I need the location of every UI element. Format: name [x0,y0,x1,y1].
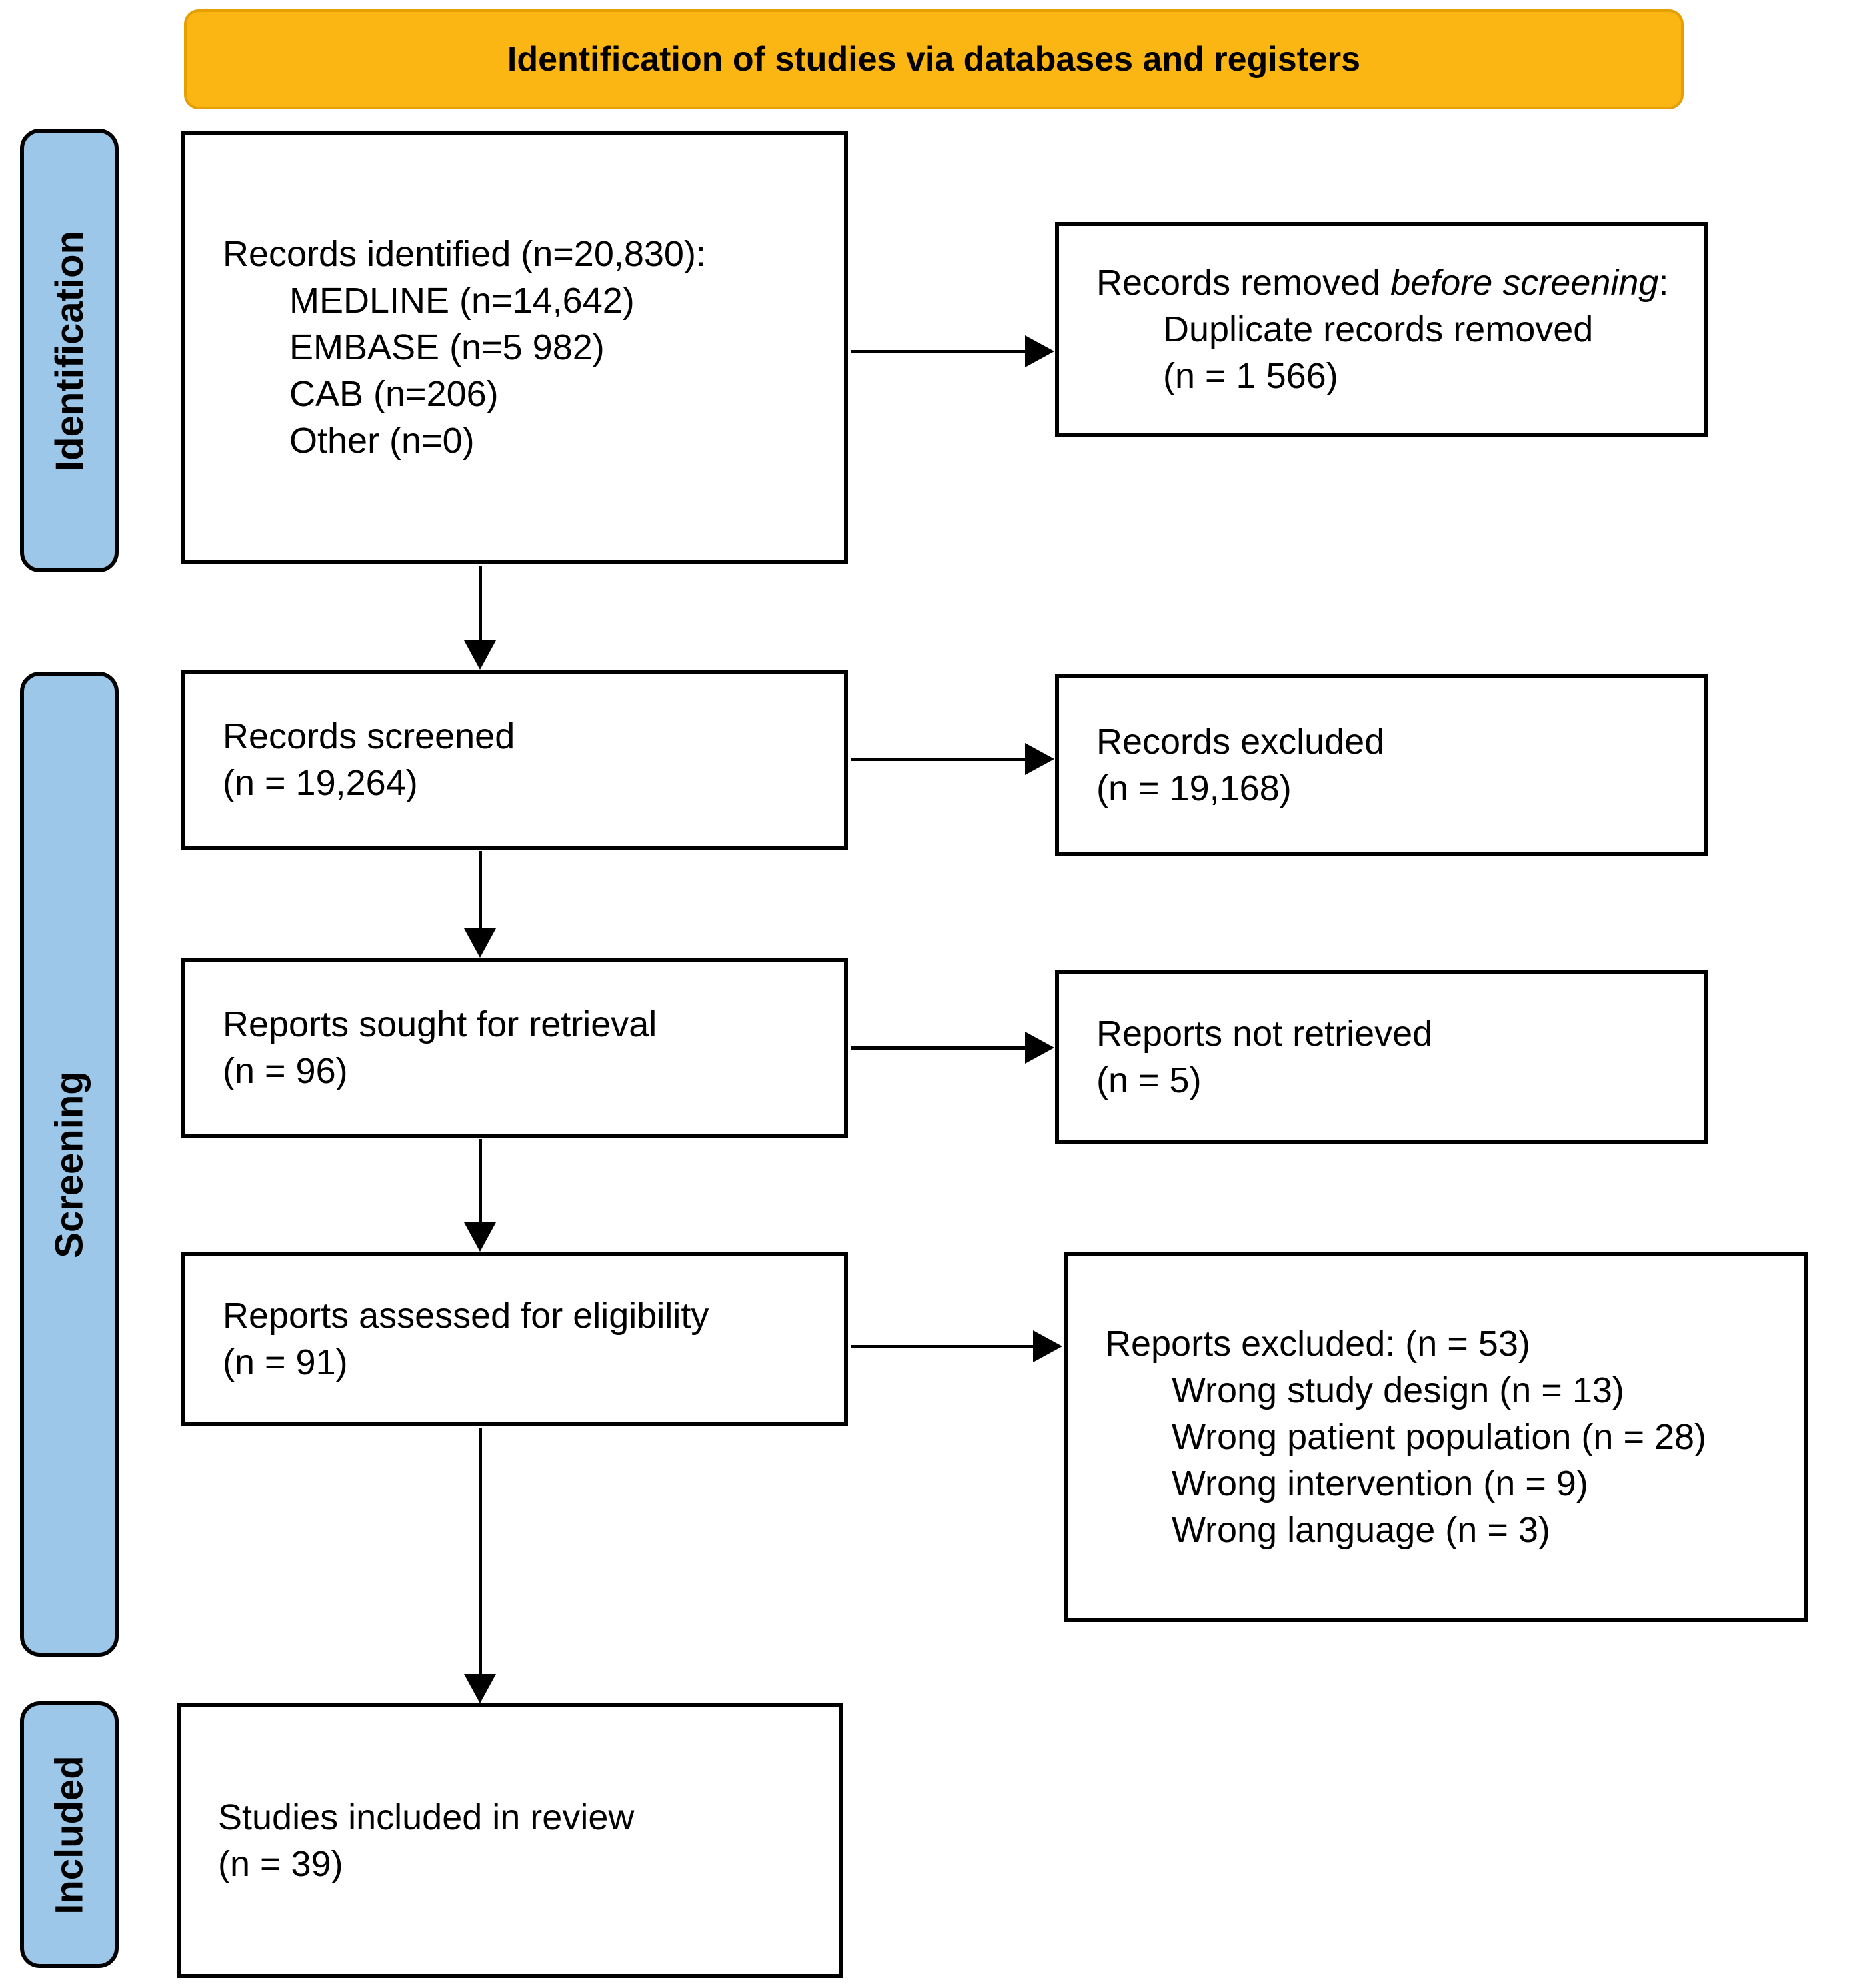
reports-assessed-title: Reports assessed for eligibility [223,1296,709,1336]
arrow-shaft [478,566,482,640]
records-screened-count: (n = 19,264) [223,763,418,803]
records-identified-title: Records identified (n=20,830): [223,234,706,274]
arrow-head-right [1025,1032,1054,1064]
records-removed-title: Records removed before screening: [1096,259,1684,306]
arrow-shaft [478,851,482,928]
reports-sought-count: (n = 96) [223,1051,348,1091]
reports-excluded-title: Reports excluded: (n = 53) [1105,1324,1530,1364]
arrow-sought-to-assessed [464,1139,496,1252]
arrow-shaft [478,1139,482,1222]
stage-tab-screening: Screening [20,672,119,1657]
arrow-shaft [851,1046,1025,1050]
arrow-identified-to-removed [851,335,1054,367]
box-records-identified: Records identified (n=20,830): MEDLINE (… [181,131,848,564]
reports-excluded-reason: Wrong intervention (n = 9) [1172,1464,1588,1503]
arrow-screened-to-sought [464,851,496,958]
arrow-shaft [851,1344,1033,1348]
reports-excluded-reason: Wrong patient population (n = 28) [1172,1417,1707,1457]
stage-label-screening: Screening [47,1070,91,1258]
box-records-screened: Records screened (n = 19,264) [181,670,848,850]
box-studies-included: Studies included in review (n = 39) [177,1703,843,1978]
records-identified-item: CAB (n=206) [289,374,499,414]
stage-label-included: Included [47,1755,91,1915]
arrow-identified-to-screened [464,566,496,670]
arrow-screened-to-excluded [851,743,1054,775]
records-excluded-title: Records excluded [1096,722,1385,762]
arrow-shaft [851,349,1025,353]
arrow-head-down [464,928,496,958]
title-banner: Identification of studies via databases … [184,9,1684,109]
records-removed-item: (n = 1 566) [1163,356,1338,396]
stage-tab-identification: Identification [20,129,119,572]
stage-tab-included: Included [20,1701,119,1968]
studies-included-count: (n = 39) [218,1844,343,1884]
arrow-shaft [851,757,1025,761]
arrow-head-down [464,1674,496,1703]
records-identified-item: EMBASE (n=5 982) [289,327,605,367]
studies-included-title: Studies included in review [218,1797,635,1837]
reports-excluded-reason: Wrong study design (n = 13) [1172,1370,1624,1410]
reports-not-retrieved-count: (n = 5) [1096,1060,1202,1100]
arrow-shaft [478,1428,482,1674]
arrow-head-right [1033,1330,1062,1362]
box-reports-assessed: Reports assessed for eligibility (n = 91… [181,1252,848,1426]
arrow-head-right [1025,335,1054,367]
box-reports-excluded: Reports excluded: (n = 53) Wrong study d… [1064,1252,1808,1622]
arrow-assessed-to-included [464,1428,496,1703]
records-removed-title-prefix: Records removed [1096,263,1391,303]
reports-assessed-count: (n = 91) [223,1342,348,1382]
reports-sought-title: Reports sought for retrieval [223,1004,657,1044]
records-excluded-count: (n = 19,168) [1096,768,1292,808]
arrow-assessed-to-reports-excluded [851,1330,1062,1362]
box-records-excluded: Records excluded (n = 19,168) [1055,674,1708,856]
arrow-head-right [1025,743,1054,775]
records-identified-item: MEDLINE (n=14,642) [289,281,635,321]
records-removed-item: Duplicate records removed [1163,309,1594,349]
arrow-head-down [464,1222,496,1252]
records-removed-title-suffix: : [1658,263,1669,303]
box-reports-sought: Reports sought for retrieval (n = 96) [181,958,848,1138]
box-records-removed: Records removed before screening: Duplic… [1055,222,1708,437]
reports-not-retrieved-title: Reports not retrieved [1096,1014,1433,1054]
records-removed-title-italic: before screening [1390,263,1659,303]
box-reports-not-retrieved: Reports not retrieved (n = 5) [1055,970,1708,1144]
arrow-head-down [464,640,496,670]
arrow-sought-to-not-retrieved [851,1032,1054,1064]
records-identified-item: Other (n=0) [289,421,475,461]
title-banner-label: Identification of studies via databases … [507,40,1361,79]
records-screened-title: Records screened [223,716,515,756]
reports-excluded-reason: Wrong language (n = 3) [1172,1510,1550,1550]
stage-label-identification: Identification [47,230,91,471]
